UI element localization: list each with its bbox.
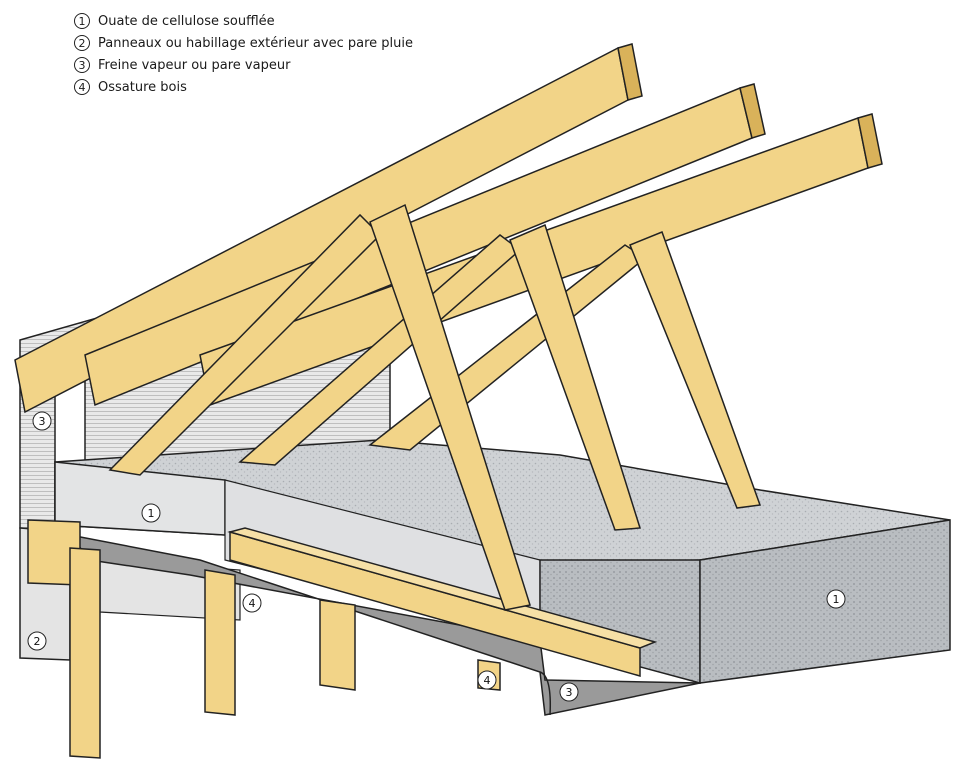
svg-text:3: 3 [566,686,573,699]
callout-3a: 3 [32,411,52,431]
legend-number: 2 [74,35,90,51]
svg-text:3: 3 [39,415,46,428]
cellulose-insulation [54,439,951,684]
roof-struts [108,203,762,611]
callout-1b: 1 [826,589,846,609]
tie-beam [227,527,658,677]
legend-label: Freine vapeur ou pare vapeur [98,57,291,73]
legend-label: Panneaux ou habillage extérieur avec par… [98,35,413,51]
legend-item-4: 4 Ossature bois [74,76,413,98]
callout-4b: 4 [477,670,497,690]
legend-label: Ouate de cellulose soufflée [98,13,275,29]
legend-number: 4 [74,79,90,95]
svg-text:4: 4 [249,597,256,610]
legend: 1 Ouate de cellulose soufflée 2 Panneaux… [74,10,413,98]
svg-text:4: 4 [484,674,491,687]
legend-number: 3 [74,57,90,73]
callout-2: 2 [27,631,47,651]
legend-number: 1 [74,13,90,29]
legend-item-2: 2 Panneaux ou habillage extérieur avec p… [74,32,413,54]
legend-item-1: 1 Ouate de cellulose soufflée [74,10,413,32]
svg-text:1: 1 [833,593,840,606]
legend-item-3: 3 Freine vapeur ou pare vapeur [74,54,413,76]
legend-label: Ossature bois [98,79,187,95]
svg-text:1: 1 [148,507,155,520]
callout-4a: 4 [242,593,262,613]
callout-1a: 1 [141,503,161,523]
svg-text:2: 2 [34,635,41,648]
callout-3b: 3 [559,682,579,702]
